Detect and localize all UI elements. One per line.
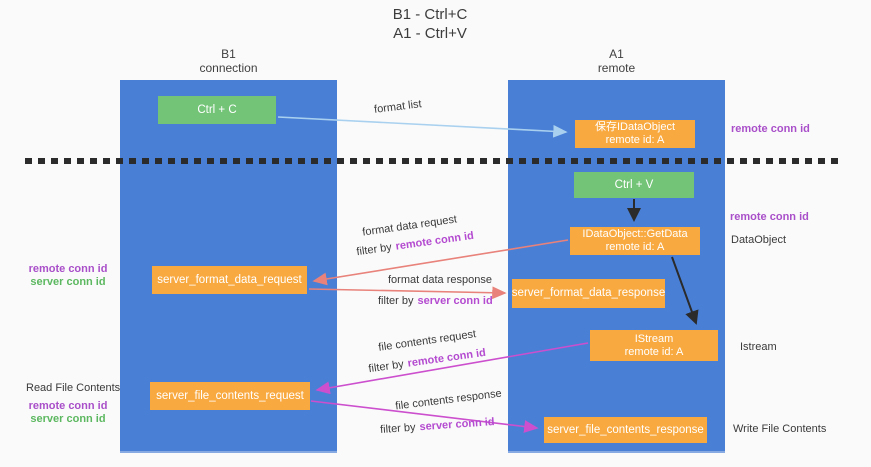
node-idataobject-getdata-line1: IDataObject::GetData: [582, 228, 688, 240]
remote-conn-id-inline: remote conn id: [394, 229, 475, 253]
node-ctrl-c: Ctrl + C: [158, 96, 276, 124]
node-istream-line2: remote id: A: [624, 345, 684, 358]
annotation-read-file-contents: Read File Contents: [26, 382, 121, 394]
annotation-server-conn-id-left: server conn id: [30, 276, 106, 288]
annotation-dataobject: DataObject: [731, 234, 787, 246]
label-file-contents-response: file contents response: [394, 387, 503, 413]
node-ctrl-c-label: Ctrl + C: [197, 103, 237, 116]
server-conn-id-inline: server conn id: [417, 295, 493, 307]
label-format-list: format list: [373, 98, 423, 116]
node-server-file-contents-request: server_file_contents_request: [150, 382, 310, 410]
column-b1-name: B1: [221, 47, 236, 61]
column-header-b1: B1 connection: [120, 47, 337, 75]
filter-by-text: filter by: [379, 421, 416, 436]
node-server-format-data-response-label: server_format_data_response: [511, 287, 666, 299]
title-line-2: A1 - Ctrl+V: [393, 25, 467, 42]
annotation-remote-conn-id-top: remote conn id: [731, 123, 810, 135]
annotation-istream: Istream: [740, 341, 777, 353]
filter-by-text: filter by: [378, 295, 414, 307]
column-header-a1: A1 remote: [508, 47, 725, 75]
server-conn-id-inline: server conn id: [419, 416, 495, 434]
filter-by-text: filter by: [355, 241, 393, 259]
node-istream: IStream remote id: A: [590, 330, 718, 361]
label-format-data-response: format data response: [388, 274, 492, 286]
node-save-idataobject-line1: 保存IDataObject: [594, 121, 676, 133]
node-ctrl-v-label: Ctrl + V: [614, 178, 654, 191]
annotation-remote-conn-id-left: remote conn id: [28, 263, 108, 275]
annotation-remote-conn-id-left-2: remote conn id: [28, 400, 108, 412]
annotation-write-file-contents: Write File Contents: [733, 423, 827, 435]
column-b1-subtitle: connection: [199, 61, 258, 75]
remote-conn-id-inline: remote conn id: [406, 346, 487, 370]
diagram-title: B1 - Ctrl+C A1 - Ctrl+V: [305, 5, 555, 43]
node-idataobject-getdata: IDataObject::GetData remote id: A: [570, 227, 700, 255]
node-istream-line1: IStream: [634, 332, 674, 345]
annotation-conn-ids-format: remote conn id server conn id: [18, 263, 118, 289]
filter-by-text: filter by: [367, 358, 405, 376]
node-server-format-data-request-label: server_format_data_request: [157, 273, 302, 286]
annotation-server-conn-id-left-2: server conn id: [30, 413, 106, 425]
node-save-idataobject-line2: remote id: A: [605, 134, 665, 146]
node-ctrl-v: Ctrl + V: [574, 172, 694, 198]
node-idataobject-getdata-line2: remote id: A: [605, 241, 665, 253]
annotation-remote-conn-id-mid: remote conn id: [730, 211, 809, 223]
arrow-format-data-response: [308, 286, 507, 300]
node-save-idataobject: 保存IDataObject remote id: A: [575, 120, 695, 148]
column-a1-subtitle: remote: [597, 61, 636, 75]
column-a1-name: A1: [609, 47, 624, 61]
node-server-file-contents-response-label: server_file_contents_response: [547, 423, 704, 436]
node-server-format-data-response: server_format_data_response: [512, 279, 665, 308]
node-server-file-contents-response: server_file_contents_response: [544, 417, 707, 443]
node-server-file-contents-request-label: server_file_contents_request: [156, 389, 304, 402]
annotation-conn-ids-file: remote conn id server conn id: [18, 400, 118, 426]
title-line-1: B1 - Ctrl+C: [392, 6, 468, 23]
boundary-dashed-line: [25, 158, 840, 164]
node-server-format-data-request: server_format_data_request: [152, 266, 307, 294]
